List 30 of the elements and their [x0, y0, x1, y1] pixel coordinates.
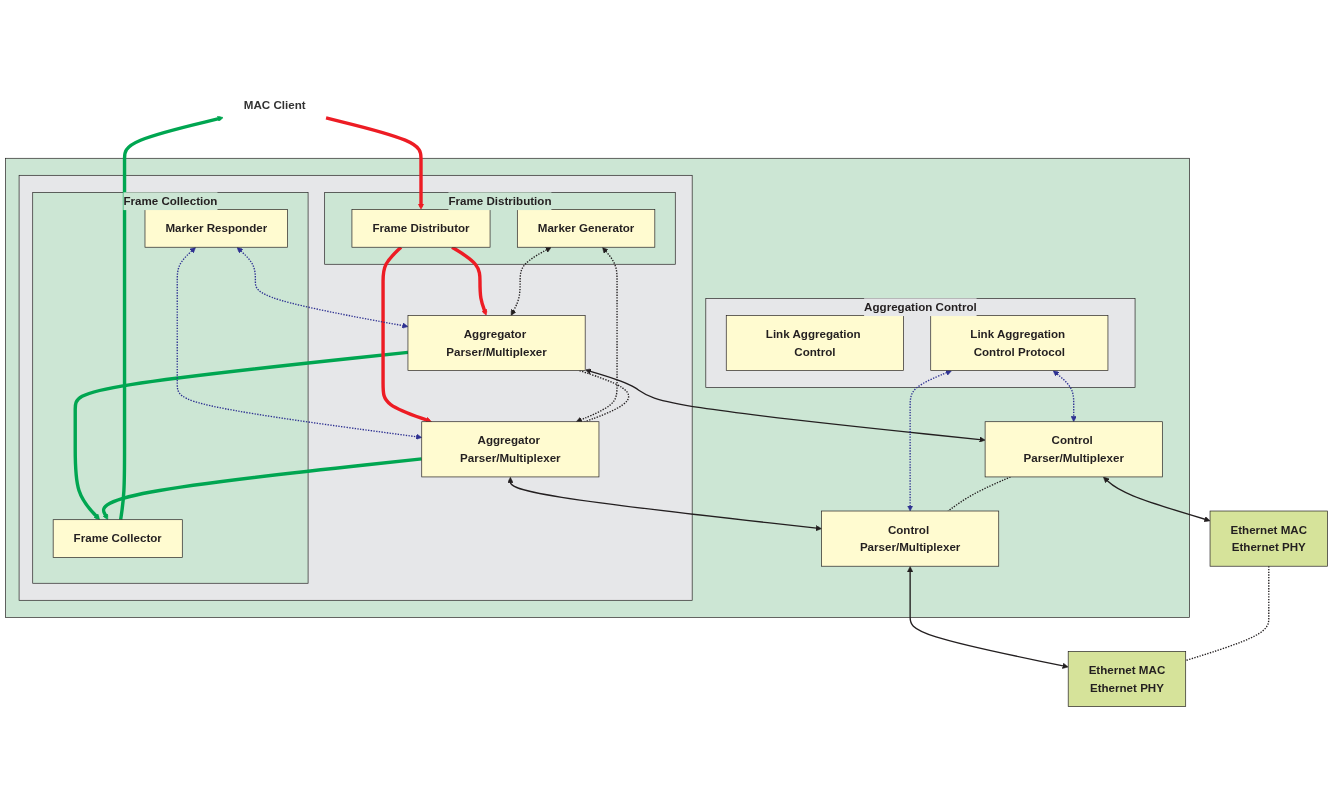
arrow [907, 566, 1069, 669]
node-box: Frame Collector [52, 519, 183, 558]
arrow [585, 368, 986, 443]
node-box: Link Aggregation Control [725, 315, 904, 371]
arrow [510, 247, 552, 316]
arrow [507, 476, 822, 532]
node-box: Frame Distributor [351, 209, 491, 248]
node-box: Marker Generator [517, 209, 656, 248]
arrow [1103, 476, 1211, 523]
arrow [101, 457, 422, 520]
cluster [5, 157, 1190, 618]
arrow [118, 115, 224, 520]
node-box: Control Parser/Multiplexer [984, 421, 1163, 478]
arrow [907, 369, 952, 512]
arrow [576, 247, 618, 423]
node-box: Aggregator Parser/Multiplexer [407, 315, 586, 371]
node-box: Control Parser/Multiplexer [821, 510, 1000, 567]
node-text: MAC Client [243, 98, 306, 112]
node-box: Ethernet MAC Ethernet PHY [1209, 510, 1328, 567]
arrow [1052, 370, 1077, 422]
arrow [381, 246, 432, 423]
arrow [176, 247, 422, 440]
cluster [18, 175, 693, 601]
node-box: Link Aggregation Control Protocol [930, 315, 1109, 371]
node-box: Ethernet MAC Ethernet PHY [1067, 651, 1187, 707]
arrow [236, 247, 409, 329]
arrow [73, 350, 409, 520]
arrow [325, 116, 424, 210]
node-box: Aggregator Parser/Multiplexer [421, 421, 600, 478]
node-box: Marker Responder [144, 209, 288, 248]
